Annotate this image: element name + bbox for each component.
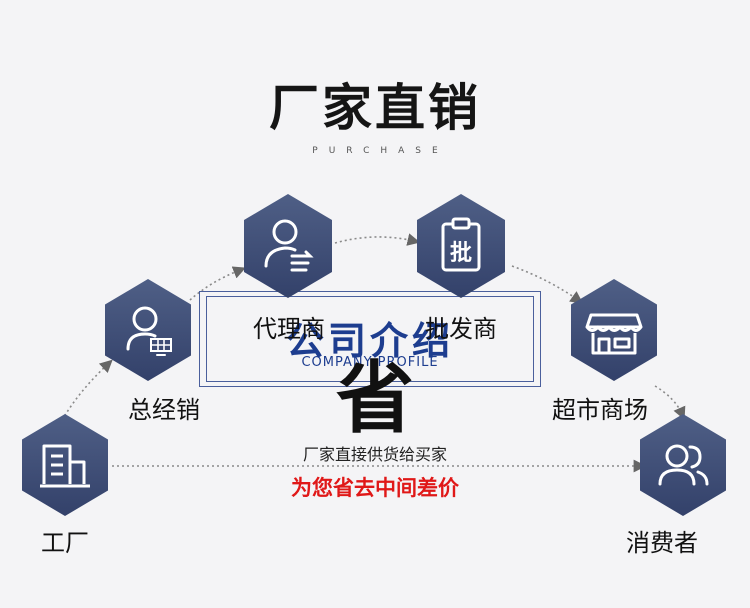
watermark-frame [199,291,541,387]
arrow-market-to-consumer [654,385,686,420]
save-character: 省 [335,354,414,444]
svg-text:批: 批 [450,241,472,266]
direct-supply-text: 厂家直接供货给买家 [302,445,447,464]
page-subtitle: PURCHASE [312,146,449,156]
node-label-wholesaler: 批发商 [425,315,497,343]
arrow-agent-to-wholesaler [334,233,421,246]
node-label-factory: 工厂 [41,529,89,557]
save-price-text: 为您省去中间差价 [291,476,459,500]
node-label-consumer: 消费者 [626,529,698,557]
watermark-subtitle: COMPANY PROFILE [301,355,439,370]
node-label-distributor: 总经销 [128,396,200,424]
watermark-title: 公司介绍 [285,319,454,363]
node-label-agent: 代理商 [253,315,325,343]
node-label-supermarket: 超市商场 [552,396,648,424]
page-title: 厂家直销 [269,79,481,137]
